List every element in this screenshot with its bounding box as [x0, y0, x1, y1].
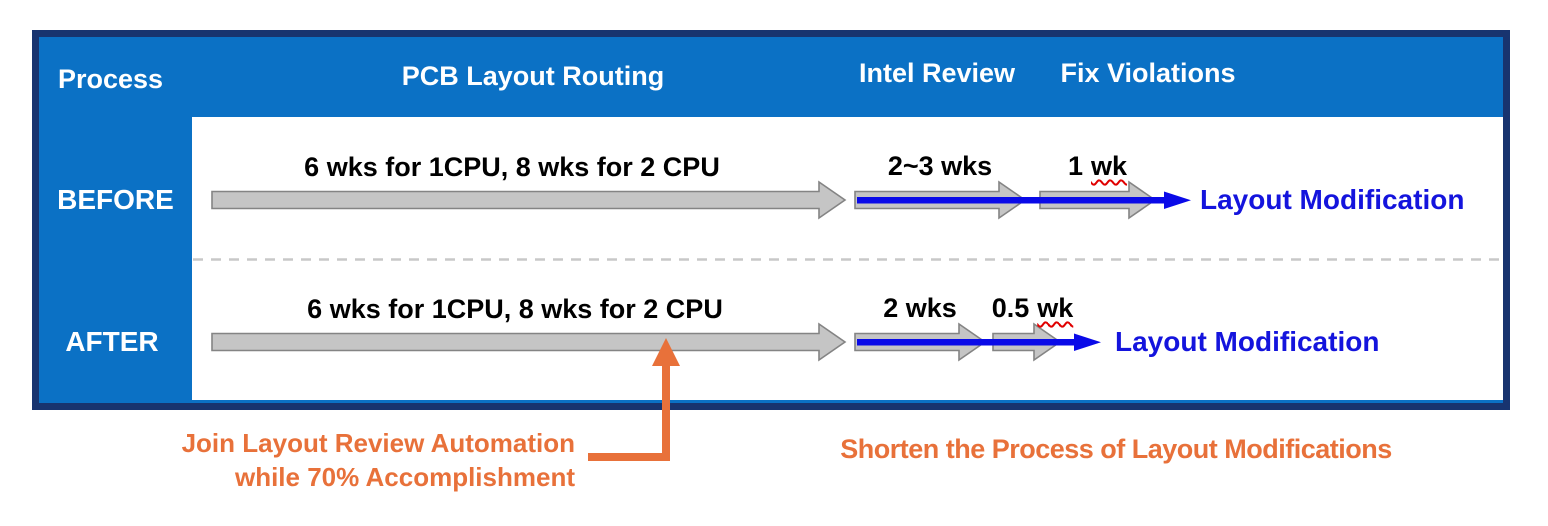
routing-duration-before: 6 wks for 1CPU, 8 wks for 2 CPU: [304, 152, 720, 182]
header-pcb-layout-routing: PCB Layout Routing: [401, 61, 665, 91]
row-label-before: BEFORE: [57, 184, 174, 215]
outcome-before: Layout Modification: [1200, 184, 1465, 215]
fix-duration-before-value: 1: [1067, 151, 1083, 181]
annotation-join-line1: Join Layout Review Automation: [181, 428, 575, 458]
review-duration-before: 2~3 wks: [887, 151, 993, 181]
review-duration-after: 2 wks: [883, 293, 957, 323]
fix-duration-before-unit: wk: [1091, 151, 1128, 181]
row-label-after: AFTER: [65, 326, 159, 357]
annotation-join-line2: while 70% Accomplishment: [234, 462, 575, 492]
fix-duration-after-unit: wk: [1037, 293, 1074, 323]
routing-duration-after: 6 wks for 1CPU, 8 wks for 2 CPU: [307, 294, 723, 324]
header-process: Process: [58, 64, 164, 94]
fix-duration-after-value: 0.5: [991, 293, 1030, 323]
annotation-shorten: Shorten the Process of Layout Modificati…: [840, 434, 1392, 464]
fix-duration-before: 1 wk: [1040, 151, 1155, 181]
outcome-after: Layout Modification: [1115, 326, 1380, 357]
header-intel-review: Intel Review: [858, 58, 1016, 88]
header-fix-violations: Fix Violations: [1060, 58, 1236, 88]
